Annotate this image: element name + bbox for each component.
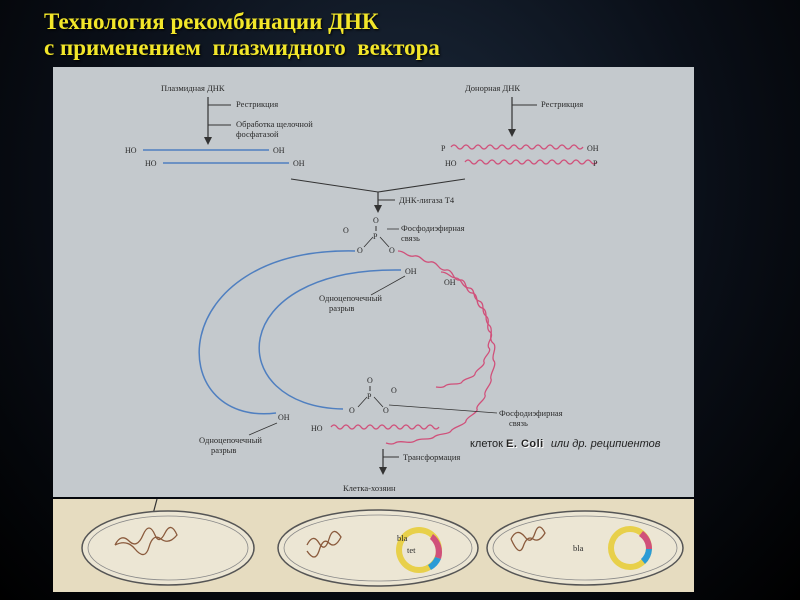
merge-lines [290,178,466,193]
plasmid-2-marker [428,557,441,570]
plasmid-3 [608,526,653,570]
label-ligase: ДНК-лигаза Т4 [399,195,455,205]
label-break-bottom-1: Одноцепочечный [199,435,262,445]
label-break-top-2: разрыв [329,303,354,313]
label-o-right-top: O [389,246,395,255]
label-ho-bottom: HO [311,424,323,433]
bond-bottom-left [357,396,368,408]
bond-top-right [379,236,390,248]
note-suffix: или др. реципиентов [550,438,661,450]
gene-tet: tet [407,545,416,555]
merge-arrow-head [374,205,382,213]
pointer-break-top [370,275,406,296]
label-host-cell: Клетка-хозяин [343,483,396,493]
pointer-phospho-bottom [388,404,498,414]
label-alk-phos-1: Обработка щелочной [236,119,313,129]
label-oh-bottom: OH [278,413,290,422]
label-restriction-left: Рестрикция [236,99,278,109]
title-line-1: Технология рекомбинации ДНК [44,9,379,34]
transformation-arrow-head [379,467,387,475]
label-oh-1: OH [273,146,285,155]
label-o-top: O [373,216,379,225]
cells-svg: bla tet bla [81,499,684,587]
plasmid-outer-arc [198,250,356,415]
label-donor-dna: Донорная ДНК [465,83,520,93]
label-p-1: P [441,144,446,153]
label-transformation: Трансформация [403,452,460,462]
donor-inner-arc [435,271,493,388]
label-o-bottom: O [367,376,373,385]
ecoli-note: клеток E. Coli или др. реципиентов [470,438,661,450]
label-ho-2: HO [145,159,157,168]
note-prefix: клеток [470,438,503,450]
recombination-diagram: Плазмидная ДНК Донорная ДНК Рестрикция О… [53,67,694,497]
donor-outer-arc [385,250,496,445]
label-restriction-right: Рестрикция [541,99,583,109]
title-line-2: с применением плазмидного вектора [44,35,440,60]
label-phosphodiester-bottom-2: связь [509,418,528,428]
arrow-left-ticks [208,104,231,126]
cell-1 [81,510,255,586]
cell-3-inner [492,515,678,581]
chromosome-3 [510,526,546,552]
gene-bla-1: bla [397,533,408,543]
label-p-atom-top: P [373,232,378,241]
plasmid-inner-arc [258,269,402,410]
label-o-right-bottom: O [383,406,389,415]
label-o-left-bottom: O [349,406,355,415]
cell-2-inner [283,514,473,582]
donor-strand-top [450,144,584,150]
plasmid-2-insert [430,534,443,559]
label-break-top-1: Одноцепочечный [319,293,382,303]
label-phosphodiester-top-2: связь [401,233,420,243]
label-oh-2: OH [293,159,305,168]
cell-1-inner [87,515,249,581]
label-oh-arc-1: OH [405,267,417,276]
chromosome-1 [114,526,178,556]
label-plasmid-dna: Плазмидная ДНК [161,83,225,93]
label-phosphodiester-top-1: Фосфодиэфирная [401,223,465,233]
label-o-minus-top: O [343,226,349,235]
diagram-svg: Плазмидная ДНК Донорная ДНК Рестрикция О… [125,83,599,493]
chromosome-2 [306,530,342,558]
label-oh-arc-2: OH [444,278,456,287]
label-p-atom-bottom: P [367,392,372,401]
bond-top-left [363,236,374,248]
plasmid-3-marker [641,549,652,564]
note-organism: E. Coli [506,438,544,450]
donor-strand-closing [330,424,440,430]
cell-2 [277,509,479,587]
label-o-left-top: O [357,246,363,255]
donor-strand-bottom [464,159,598,165]
arrow-right-head [508,129,516,137]
gene-bla-2: bla [573,543,584,553]
plasmid-2-hole [402,533,436,567]
label-ho-1: HO [125,146,137,155]
arrow-left-head [204,137,212,145]
label-alk-phos-2: фосфатазой [236,129,279,139]
cells-strip: bla tet bla [53,499,694,592]
label-break-bottom-2: разрыв [211,445,236,455]
label-p-2: P [593,159,598,168]
label-o-minus-bottom: O [391,386,397,395]
pointer-break-bottom [248,422,278,436]
slide-title: Технология рекомбинации ДНК с применение… [44,9,440,61]
plasmid-2 [396,527,443,573]
plasmid-3-insert [639,531,653,549]
label-ho-3: HO [445,159,457,168]
plasmid-3-hole [614,532,646,564]
label-oh-3: OH [587,144,599,153]
bond-bottom-right [373,396,384,408]
label-phosphodiester-bottom-1: Фосфодиэфирная [499,408,563,418]
